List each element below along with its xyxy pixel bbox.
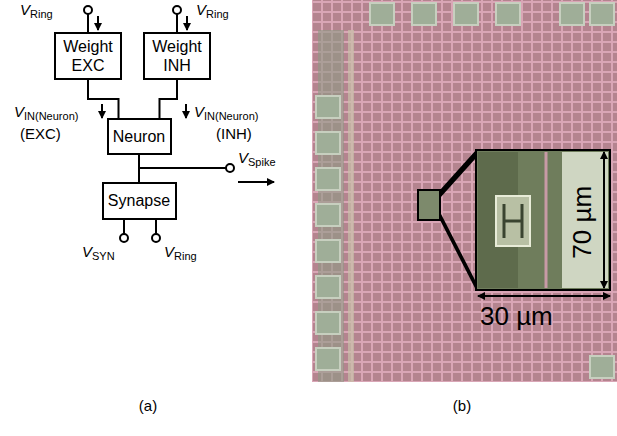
neuron-box: Neuron — [107, 118, 172, 155]
box-text: Neuron — [113, 127, 165, 146]
signal-name: VRing — [164, 244, 197, 262]
signal-name: VIN(Neuron) — [194, 104, 258, 122]
signal-name: VSpike — [238, 150, 276, 168]
box-text: Weight INH — [145, 37, 209, 75]
signal-note: (EXC) — [20, 126, 61, 143]
connector — [160, 80, 178, 118]
synapse-box: Synapse — [102, 182, 177, 220]
signal-note: (INH) — [216, 126, 252, 143]
dimension: 70 µm — [568, 186, 597, 259]
signal-name: VRing — [196, 2, 229, 20]
dimension: 30 µm — [480, 302, 553, 331]
panel-label: (b) — [453, 398, 471, 415]
signal-name: VSYN — [82, 244, 115, 262]
weight-box: Weight INH — [143, 32, 211, 80]
signal-name: VRing — [20, 2, 53, 20]
chip-micrograph — [312, 0, 617, 382]
panel-label: (a) — [139, 398, 157, 415]
weight-box: Weight EXC — [54, 32, 122, 80]
signal-name: VIN(Neuron) — [14, 104, 78, 122]
box-text: Weight EXC — [56, 37, 120, 75]
box-text: Synapse — [108, 191, 170, 210]
connector — [88, 80, 119, 118]
connector — [138, 155, 140, 182]
